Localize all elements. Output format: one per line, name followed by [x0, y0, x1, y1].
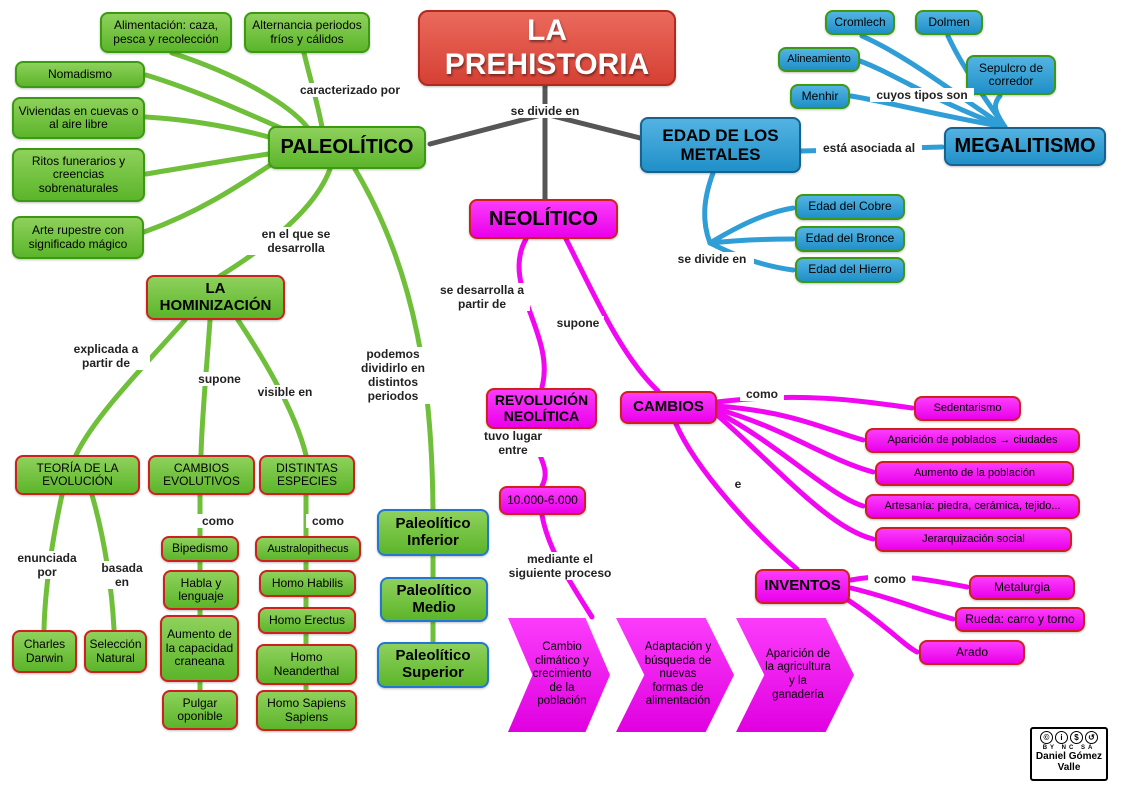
node-fecha-revolucion: 10.000-6.000 [499, 486, 586, 515]
node-paleolitico-superior: Paleolítico Superior [377, 642, 489, 688]
edge-label-supone-hominizacion: supone [192, 372, 247, 387]
node-edad-cobre: Edad del Cobre [795, 194, 905, 220]
node-trait-ritos: Ritos funerarios y creencias sobrenatura… [12, 148, 145, 202]
node-sedentarismo: Sedentarismo [914, 396, 1021, 421]
edge-label-como-cambios: como [740, 387, 784, 402]
edge-label-se-divide-en-metales: se divide en [670, 252, 754, 267]
node-hominizacion: LA HOMINIZACIÓN [146, 275, 285, 320]
sa-icon: ↺ [1085, 731, 1098, 744]
node-homo-erectus: Homo Erectus [258, 607, 356, 634]
node-trait-arte-rupestre: Arte rupestre con significado mágico [12, 216, 144, 259]
edge-label-se-divide-en: se divide en [500, 104, 590, 119]
cc-icon: © [1040, 731, 1053, 744]
node-edad-bronce: Edad del Bronce [795, 226, 905, 252]
node-artesania: Artesanía: piedra, cerámica, tejido... [865, 494, 1080, 519]
node-title-prehistoria: LA PREHISTORIA [418, 10, 676, 86]
edge-label-esta-asociada-al: está asociada al [816, 141, 922, 156]
node-australopithecus: Australopithecus [255, 536, 361, 562]
edge-label-cuyos-tipos-son: cuyos tipos son [870, 88, 974, 103]
node-menhir: Menhir [790, 84, 850, 109]
node-paleolitico-medio: Paleolítico Medio [380, 577, 488, 622]
node-seleccion-natural: Selección Natural [84, 630, 147, 673]
node-revolucion-neolitica: REVOLUCIÓN NEOLÍTICA [486, 388, 597, 429]
edge-label-mediante-proceso: mediante el siguiente proceso [498, 552, 622, 581]
edge-label-como-especies: como [306, 514, 350, 529]
edge-label-visible-en: visible en [252, 385, 318, 400]
node-trait-alimentacion: Alimentación: caza, pesca y recolección [100, 12, 232, 53]
node-aumento-poblacion: Aumento de la población [875, 461, 1074, 486]
node-paleolitico: PALEOLÍTICO [268, 126, 426, 169]
node-poblados-ciudades: Aparición de poblados → ciudades [865, 428, 1080, 453]
node-homo-sapiens: Homo Sapiens Sapiens [256, 690, 357, 731]
license-letters: BY NC SA [1042, 745, 1096, 751]
node-habla-lenguaje: Habla y lenguaje [163, 570, 239, 610]
node-cromlech: Cromlech [825, 10, 895, 35]
edge-label-podemos-dividirlo: podemos dividirlo en distintos periodos [352, 347, 434, 404]
node-edad-hierro: Edad del Hierro [795, 257, 905, 283]
node-trait-alternancia: Alternancia periodos fríos y cálidos [244, 12, 370, 53]
node-charles-darwin: Charles Darwin [12, 630, 77, 673]
author-name: Daniel Gómez Valle [1035, 751, 1103, 773]
node-neolitico: NEOLÍTICO [469, 199, 618, 239]
edge-label-en-el-que-se-desarrolla: en el que se desarrolla [246, 227, 346, 256]
node-edad-metales: EDAD DE LOS METALES [640, 117, 801, 173]
node-distintas-especies: DISTINTAS ESPECIES [259, 455, 355, 495]
edge-label-caracterizado-por: caracterizado por [296, 83, 404, 98]
edge-label-como-evolutivos: como [196, 514, 240, 529]
edge-label-como-inventos: como [868, 572, 912, 587]
edge-label-se-desarrolla-a-partir-de: se desarrolla a partir de [434, 283, 530, 312]
node-bipedismo: Bipedismo [161, 536, 239, 562]
edge-label-tuvo-lugar-entre: tuvo lugar entre [478, 429, 548, 458]
node-teoria-evolucion: TEORÍA DE LA EVOLUCIÓN [15, 455, 140, 495]
node-trait-viviendas: Viviendas en cuevas o al aire libre [12, 97, 145, 139]
by-icon: i [1055, 731, 1068, 744]
node-jerarquizacion-social: Jerarquización social [875, 527, 1072, 552]
credit-badge: © i $ ↺ BY NC SA Daniel Gómez Valle [1030, 727, 1108, 781]
node-pulgar-oponible: Pulgar oponible [162, 690, 238, 730]
edge-label-e: e [730, 477, 746, 492]
node-rueda: Rueda: carro y torno [955, 607, 1085, 632]
node-arado: Arado [919, 640, 1025, 665]
gray-connectors [427, 83, 651, 202]
node-inventos: INVENTOS [755, 569, 850, 604]
node-cambios-evolutivos: CAMBIOS EVOLUTIVOS [148, 455, 255, 495]
node-trait-nomadismo: Nomadismo [15, 61, 145, 88]
node-capacidad-craneana: Aumento de la capacidad craneana [160, 615, 239, 682]
nc-icon: $ [1070, 731, 1083, 744]
node-dolmen: Dolmen [915, 10, 983, 35]
node-alineamiento: Alineamiento [778, 47, 860, 72]
node-homo-habilis: Homo Habilis [259, 570, 356, 597]
node-cambios: CAMBIOS [620, 391, 717, 424]
edge-label-explicada-a-partir-de: explicada a partir de [62, 342, 150, 371]
node-homo-neanderthal: Homo Neanderthal [256, 644, 357, 685]
cc-license-icons: © i $ ↺ [1040, 731, 1098, 744]
node-paleolitico-inferior: Paleolítico Inferior [377, 509, 489, 556]
node-sepulcro-corredor: Sepulcro de corredor [966, 55, 1056, 95]
edge-label-enunciada-por: enunciada por [14, 551, 80, 580]
edge-label-basada-en: basada en [94, 561, 150, 590]
node-megalitismo: MEGALITISMO [944, 127, 1106, 166]
node-metalurgia: Metalurgia [969, 575, 1075, 600]
edge-label-supone-neolitico: supone [552, 316, 604, 331]
